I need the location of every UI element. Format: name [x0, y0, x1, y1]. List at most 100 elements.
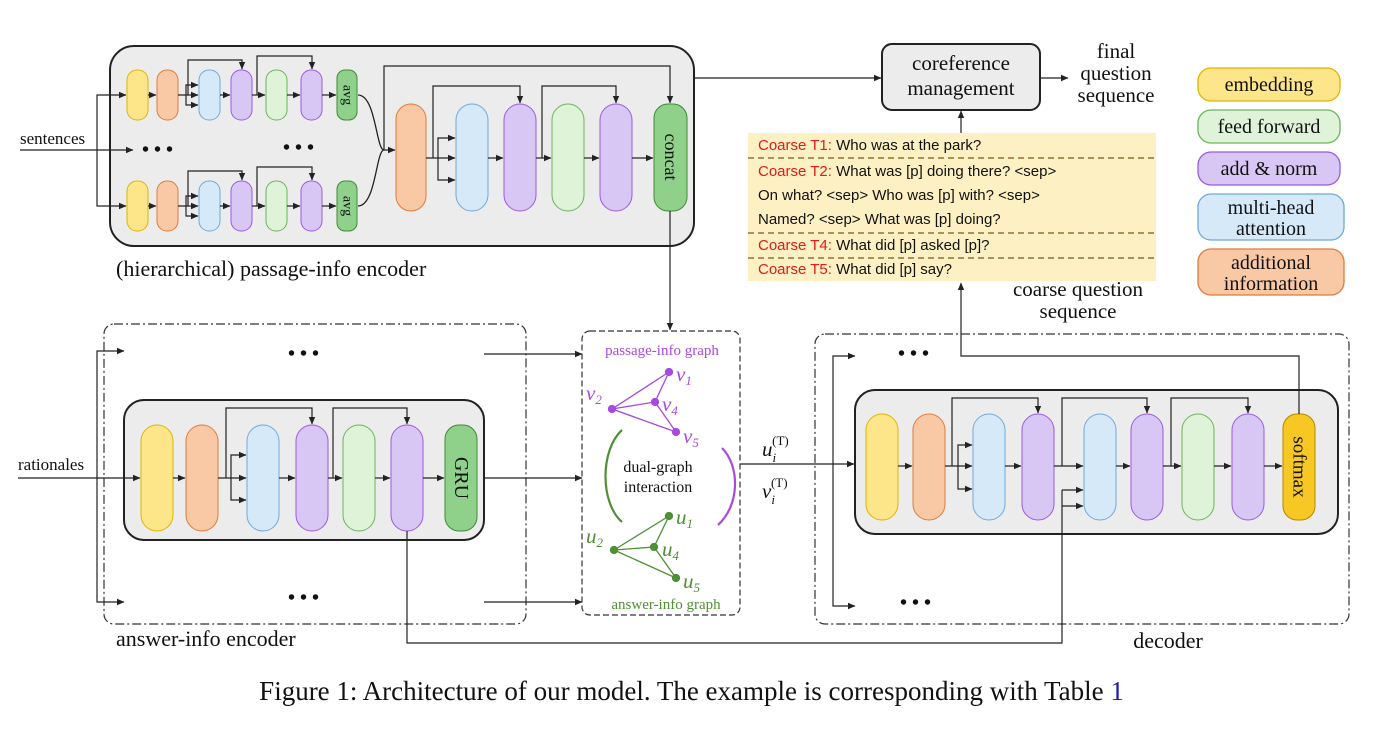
- coarse-question-text: What did [p] say?: [836, 261, 952, 278]
- coarse-question-text: What did [p] asked [p]?: [836, 237, 989, 254]
- coarse-question-text: Who was at the park?: [836, 137, 981, 154]
- coarse-question-text: What was [p] doing there? <sep>: [836, 163, 1056, 180]
- node-label-u5: u5: [683, 569, 701, 595]
- answer-encoder-dashed-box: [103, 323, 527, 625]
- coarse-question-prefix: Coarse T2:: [758, 163, 836, 180]
- additional-info-block: [395, 103, 427, 212]
- decoder: • • • • • • softmax decoder: [406, 282, 1350, 653]
- attention-block: [198, 69, 221, 121]
- ellipsis: • • •: [900, 592, 931, 614]
- legend-label: embedding: [1225, 74, 1314, 96]
- answer-info-encoder: • • • • • • GRU rationales answer-info e…: [18, 323, 527, 651]
- graph-node: [649, 542, 659, 552]
- feed-forward-block: [1181, 413, 1215, 521]
- add-norm-block: [390, 424, 424, 532]
- gru-label: GRU: [450, 457, 472, 500]
- add-norm-block: [1021, 413, 1055, 521]
- node-label-v1: v1: [676, 362, 692, 388]
- coreference-management: coreference management final question se…: [881, 39, 1155, 133]
- coarse-question-line: Coarse T5: What did [p] say?: [758, 261, 952, 278]
- coreference-label: coreference: [912, 51, 1010, 75]
- interaction-bracket-green: [604, 429, 623, 523]
- coarse-sequence-label: coarse question: [1013, 277, 1144, 301]
- graph-node: [607, 404, 617, 414]
- embedding-block: [126, 69, 149, 121]
- sentences-label: sentences: [20, 129, 85, 148]
- additional-info-block: [185, 424, 219, 532]
- coarse-question-text: On what? <sep> Who was [p] with? <sep>: [758, 187, 1040, 204]
- node-label-u4: u4: [662, 537, 680, 563]
- merge-brace: [357, 94, 385, 207]
- coreference-label: management: [907, 76, 1014, 100]
- coarse-sequence-label: sequence: [1040, 299, 1117, 323]
- add-norm-block: [230, 180, 253, 232]
- avg-label: avg: [340, 196, 355, 216]
- coarse-question-prefix: Coarse T1:: [758, 137, 836, 154]
- graph-node: [650, 397, 660, 407]
- graph-node: [664, 367, 674, 377]
- embedding-block: [140, 424, 174, 532]
- embedding-block: [126, 180, 149, 232]
- legend-label: add & norm: [1221, 158, 1318, 180]
- legend-label: additional: [1231, 252, 1311, 274]
- passage-graph-label: passage-info graph: [605, 343, 719, 359]
- add-norm-block: [1130, 413, 1164, 521]
- legend-multi-head-attention: [1197, 193, 1345, 241]
- caption-text: Figure 1: Architecture of our model. The…: [259, 676, 1111, 706]
- coarse-question-box: Coarse T1: Who was at the park? Coarse T…: [748, 133, 1156, 323]
- attention-block: [455, 103, 489, 212]
- final-sequence-label: sequence: [1078, 83, 1155, 107]
- legend-add-norm: [1197, 151, 1341, 186]
- node-label-v5: v5: [683, 424, 699, 450]
- concat-label: concat: [661, 134, 681, 181]
- node-label-u2: u2: [586, 524, 604, 550]
- v-label: vi(T): [762, 475, 788, 507]
- add-norm-block: [295, 424, 329, 532]
- dual-graph-label: interaction: [624, 479, 692, 496]
- node-label-v4: v4: [662, 392, 678, 418]
- softmax-to-coarse-arrow: [957, 282, 1300, 414]
- coarse-question-text: Named? <sep> What was [p] doing?: [758, 211, 1001, 228]
- coarse-question-line: Coarse T1: Who was at the park?: [758, 137, 981, 154]
- additional-info-block: [156, 69, 179, 121]
- legend-embedding: [1197, 67, 1341, 102]
- ellipsis: • • •: [898, 343, 929, 365]
- legend-label: multi-head: [1228, 197, 1315, 219]
- gru-block: [444, 424, 478, 532]
- legend-additional-information: [1197, 248, 1345, 296]
- legend-label: feed forward: [1218, 116, 1321, 138]
- avg-block: [336, 69, 358, 121]
- additional-info-block: [912, 413, 946, 521]
- table-reference-link[interactable]: 1: [1110, 676, 1124, 706]
- add-norm-block: [1231, 413, 1265, 521]
- embedding-block: [865, 413, 899, 521]
- add-norm-block: [300, 69, 323, 121]
- coarse-question-prefix: Coarse T5:: [758, 261, 836, 278]
- rationales-label: rationales: [18, 455, 84, 474]
- answer-encoder-label: answer-info encoder: [116, 626, 296, 651]
- u-label: ui(T): [762, 433, 789, 465]
- avg-block: [336, 180, 358, 232]
- passage-info-encoder: avg avg: [20, 45, 695, 281]
- final-sequence-label: question: [1080, 61, 1152, 85]
- attention-block: [198, 180, 221, 232]
- graph-node: [664, 511, 674, 521]
- node-label-u1: u1: [676, 505, 693, 531]
- decoder-label: decoder: [1133, 628, 1203, 653]
- sentence-encoder-row-2: avg: [126, 166, 358, 232]
- add-norm-block: [599, 103, 633, 212]
- legend-feed-forward: [1197, 109, 1341, 144]
- coarse-question-background: [748, 133, 1156, 281]
- additional-info-block: [156, 180, 179, 232]
- attention-block: [1083, 413, 1117, 521]
- node-label-v2: v2: [586, 381, 602, 407]
- coarse-question-line: On what? <sep> Who was [p] with? <sep>: [758, 187, 1040, 204]
- ellipsis: • • •: [288, 343, 319, 365]
- feed-forward-block: [265, 180, 288, 232]
- legend-label: information: [1224, 273, 1318, 295]
- attention-block: [972, 413, 1006, 521]
- answer-info-graph: [609, 511, 681, 583]
- encoder-to-decoder-line: [406, 490, 1063, 644]
- coarse-question-prefix: Coarse T4:: [758, 237, 836, 254]
